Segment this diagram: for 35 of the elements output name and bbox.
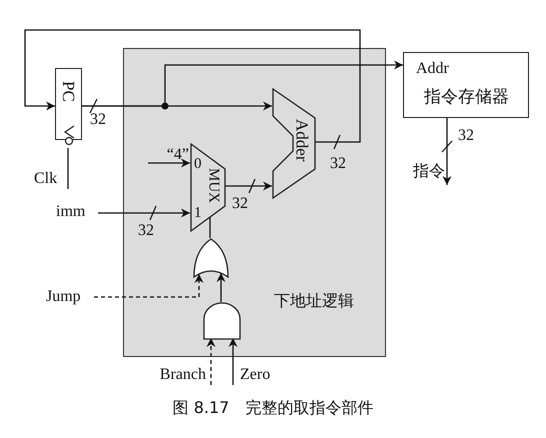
memory-label: 指令存储器 <box>424 89 509 106</box>
arrow <box>148 158 190 168</box>
arrow <box>94 274 204 298</box>
register-label: PC <box>60 81 77 102</box>
signal-label: 指令 <box>413 163 443 182</box>
arrow <box>98 208 190 218</box>
bus-width-label: 32 <box>90 112 106 128</box>
arrow <box>206 338 216 385</box>
signal-label: Jump <box>46 289 90 307</box>
signal-label: Branch <box>146 367 206 385</box>
arrow <box>228 338 238 385</box>
wire <box>209 215 211 238</box>
arrow <box>82 60 403 107</box>
arrow <box>24 29 361 143</box>
memory-box <box>403 52 529 118</box>
signal-label: Zero <box>240 367 280 385</box>
mux-label: MUX <box>206 168 220 204</box>
input-number: 1 <box>194 206 202 221</box>
input-number: 0 <box>194 157 202 172</box>
logic-panel <box>123 48 386 357</box>
arrow <box>442 118 452 185</box>
figure-caption: 图 8.17 完整的取指令部件 <box>172 398 374 419</box>
panel-label: 下地址逻辑 <box>274 293 354 309</box>
wire <box>67 148 69 189</box>
bus-width-label: 32 <box>138 223 154 239</box>
arrow <box>224 182 272 190</box>
adder-label: Adder <box>294 119 310 162</box>
port-label: Addr <box>416 61 449 77</box>
signal-label: “4” <box>149 147 189 164</box>
bus-width-label: 32 <box>458 128 474 144</box>
signal-label: imm <box>56 204 92 222</box>
arrow <box>216 273 226 302</box>
bus-width-label: 32 <box>232 196 248 212</box>
bus-width-label: 32 <box>330 156 346 172</box>
signal-label: Clk <box>34 171 66 189</box>
